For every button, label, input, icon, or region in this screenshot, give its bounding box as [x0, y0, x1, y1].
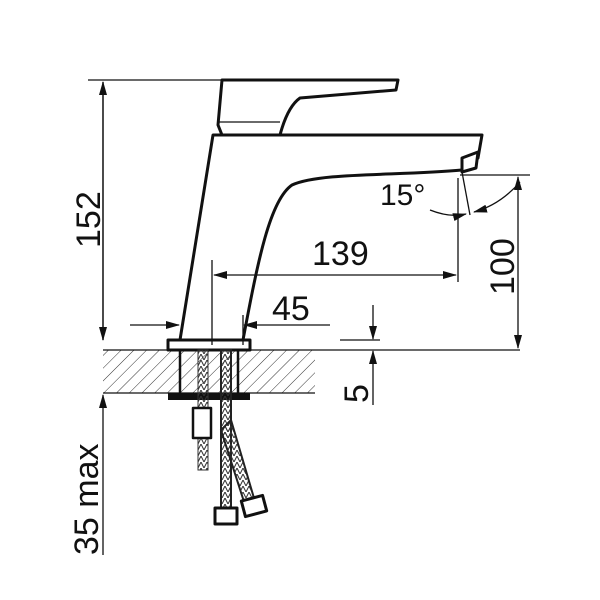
spout-angle-label: 15° — [380, 179, 425, 212]
counter-max-label: 35 max — [68, 444, 106, 556]
body-width-label: 45 — [272, 290, 310, 328]
plate-thickness-label: 5 — [338, 384, 376, 403]
height-label: 152 — [70, 191, 108, 248]
countertop-section — [103, 350, 315, 393]
spout-height-label: 100 — [484, 238, 522, 295]
spout-reach-label: 139 — [312, 235, 369, 273]
faucet-body — [166, 78, 484, 526]
